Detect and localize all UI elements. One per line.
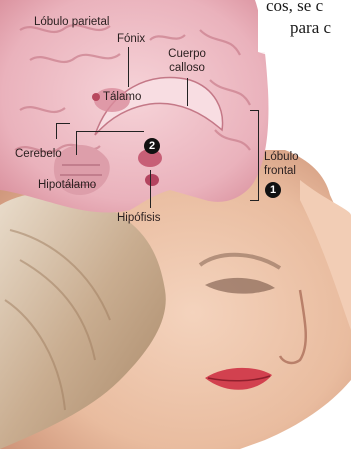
bracket-lobulo-frontal-top xyxy=(250,110,259,111)
leader-line-hipotalamo-h xyxy=(76,131,144,132)
thalamus-dot xyxy=(92,93,100,101)
body-text-line-2: para c xyxy=(290,16,331,40)
label-talamo: Tálamo xyxy=(103,91,141,104)
label-cuerpo-calloso-1: Cuerpo xyxy=(164,48,210,61)
label-hipotalamo: Hipotálamo xyxy=(38,179,96,192)
label-cuerpo-calloso-2: calloso xyxy=(164,62,210,75)
label-fonix: Fónix xyxy=(117,33,145,46)
label-cerebelo: Cerebelo xyxy=(15,148,62,161)
text-area-fade xyxy=(258,52,351,90)
leader-line-hipotalamo-v xyxy=(76,131,77,155)
pituitary-shape xyxy=(145,174,159,186)
bracket-lobulo-frontal-bottom xyxy=(250,200,259,201)
leader-line-cerebelo-h xyxy=(56,123,70,124)
leader-line-cerebelo-v xyxy=(56,123,57,139)
label-lobulo-parietal: Lóbulo parietal xyxy=(34,16,109,29)
label-hipofisis: Hipófisis xyxy=(117,212,160,225)
leader-line-cuerpo-calloso xyxy=(187,78,188,106)
label-lobulo-frontal-1: Lóbulo xyxy=(264,151,299,164)
leader-line-hipofisis xyxy=(150,170,151,208)
marker-1: 1 xyxy=(265,182,281,198)
marker-2: 2 xyxy=(144,138,160,154)
bracket-lobulo-frontal-v xyxy=(258,110,259,200)
leader-line-fonix xyxy=(128,47,129,87)
label-lobulo-frontal-2: frontal xyxy=(264,165,296,178)
